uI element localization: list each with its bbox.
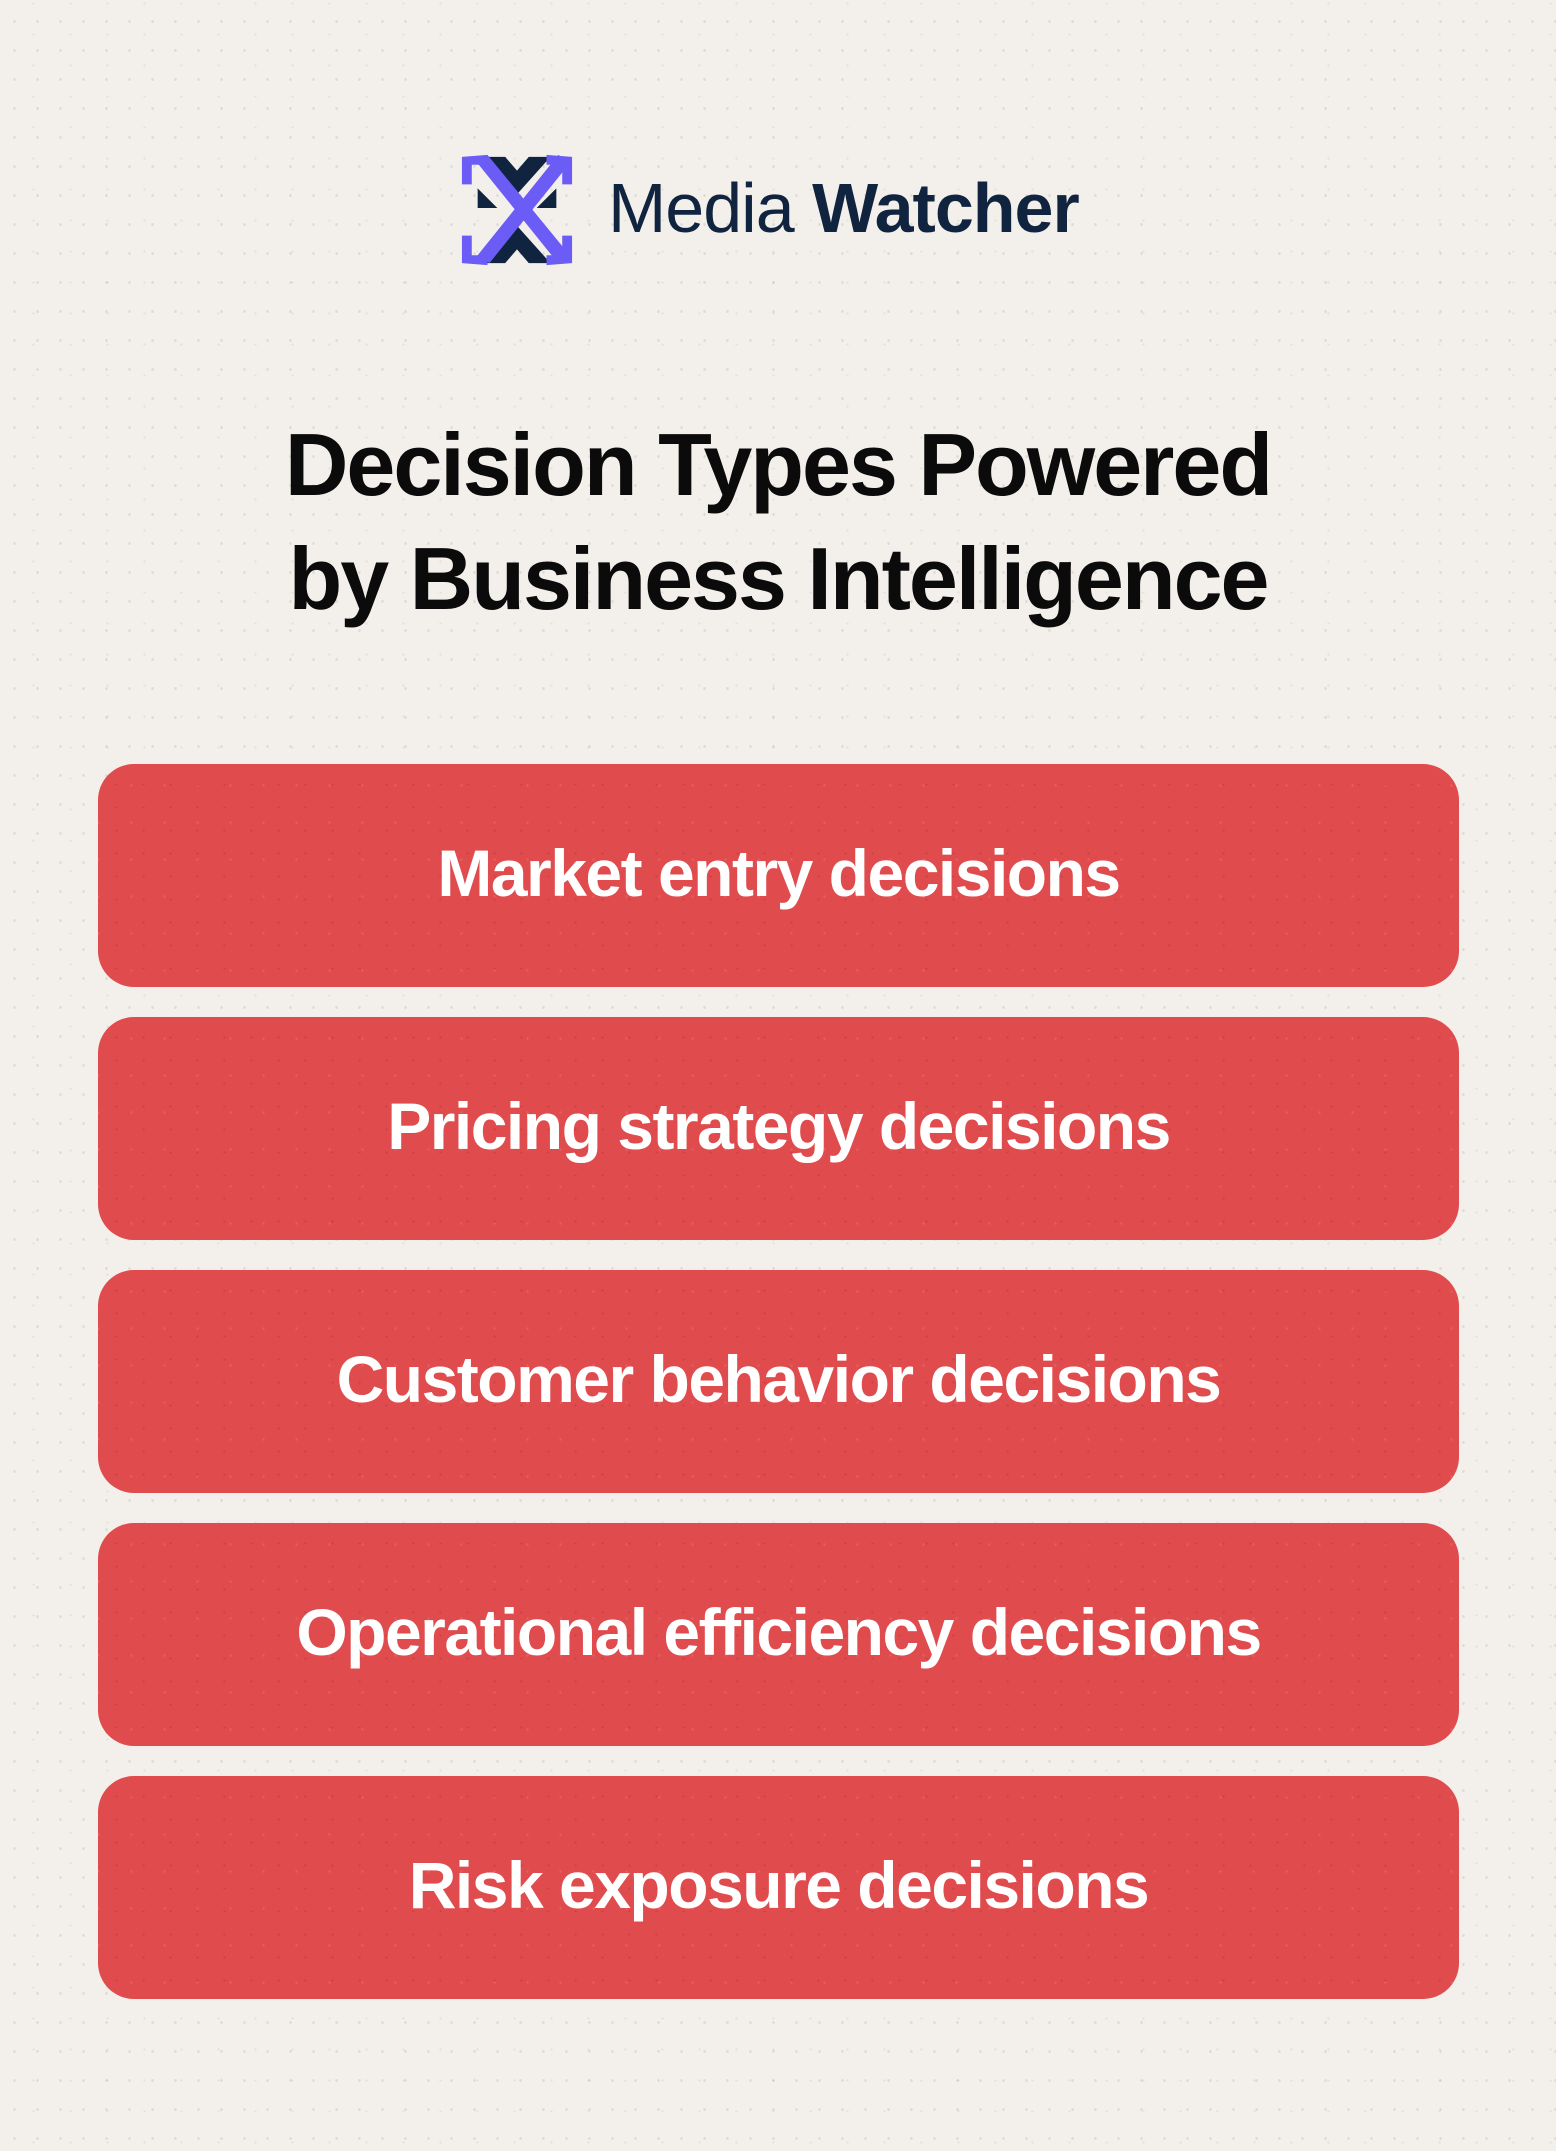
page-title-line-1: Decision Types Powered	[284, 415, 1273, 514]
decision-card-label: Pricing strategy decisions	[387, 1088, 1171, 1163]
decision-card-label: Risk exposure decisions	[408, 1847, 1150, 1922]
brand-name-bold: Watcher	[812, 169, 1080, 247]
brand-logo: Media Watcher	[458, 150, 1080, 270]
page-title: Decision Types Powered by Business Intel…	[0, 408, 1556, 636]
decision-card-label: Customer behavior decisions	[336, 1341, 1222, 1416]
decision-types-list: Market entry decisions Pricing strategy …	[98, 764, 1459, 2029]
decision-card-label: Operational efficiency decisions	[296, 1594, 1262, 1669]
decision-card-label: Market entry decisions	[437, 835, 1121, 910]
brand-name-light: Media	[608, 169, 795, 247]
decision-card-pricing-strategy: Pricing strategy decisions	[98, 1017, 1459, 1240]
page-title-line-2: by Business Intelligence	[288, 529, 1270, 628]
decision-card-risk-exposure: Risk exposure decisions	[98, 1776, 1459, 1999]
decision-card-market-entry: Market entry decisions	[98, 764, 1459, 987]
brand-wordmark: Media Watcher	[608, 173, 1080, 243]
decision-card-customer-behavior: Customer behavior decisions	[98, 1270, 1459, 1493]
decision-card-operational-efficiency: Operational efficiency decisions	[98, 1523, 1459, 1746]
media-watcher-logo-icon	[461, 154, 573, 266]
